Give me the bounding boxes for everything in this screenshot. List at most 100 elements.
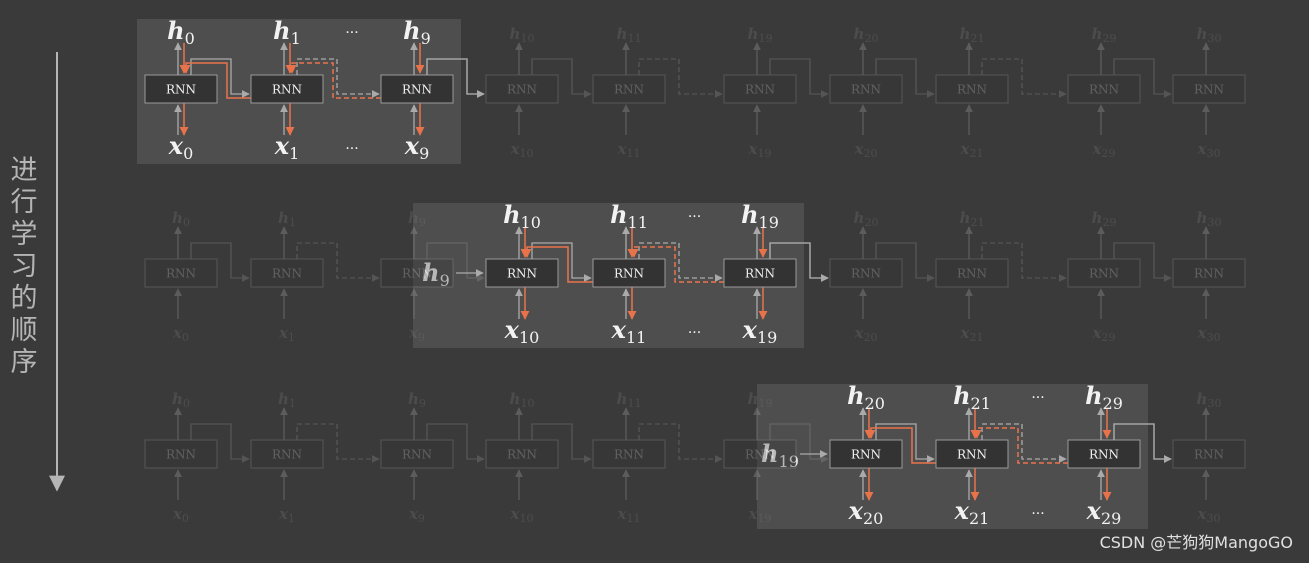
- backprop-connection: [629, 246, 724, 283]
- state-connection: [638, 58, 723, 98]
- input-label: x20: [854, 140, 878, 160]
- rnn-cell-label: RNN: [402, 267, 432, 281]
- watermark: CSDN @芒狗狗MangoGO: [1099, 533, 1293, 552]
- state-connection: [981, 58, 1067, 98]
- rnn-cell-box: [250, 258, 324, 288]
- hidden-state-label: h11: [617, 390, 642, 410]
- state-connection: [638, 242, 723, 282]
- hidden-state-label: h21: [960, 209, 985, 229]
- ellipsis-bottom: ···: [688, 325, 701, 341]
- rnn-cell-2-0: RNN h0 x0: [144, 390, 250, 525]
- rnn-cell-label: RNN: [957, 267, 987, 281]
- hidden-state-label: h9: [408, 209, 426, 229]
- hidden-state-label: h29: [1092, 209, 1117, 229]
- input-label: x30: [1197, 505, 1221, 525]
- learning-order-label: 进行学习的顺序: [6, 155, 42, 379]
- rnn-cell-label: RNN: [1089, 267, 1119, 281]
- input-label: x1: [278, 505, 295, 525]
- state-connection: [190, 242, 250, 282]
- rnn-cell-label: RNN: [1089, 83, 1119, 97]
- state-connection: [296, 58, 380, 98]
- input-label: x21: [960, 324, 984, 344]
- state-connection: [981, 423, 1067, 463]
- hidden-state-label: h20: [854, 209, 879, 229]
- rnn-row-2: h19RNNh0x0RNNh1x1RNNh9x9RNNh10x10RNNh11x…: [144, 381, 1246, 528]
- ellipsis-top: ···: [1031, 390, 1044, 406]
- rnn-cell-box: [723, 74, 797, 104]
- rnn-cell-box: [250, 74, 324, 104]
- rnn-cell-label: RNN: [851, 83, 881, 97]
- rnn-cell-box: [1067, 258, 1141, 288]
- rnn-cell-box: [380, 258, 454, 288]
- rnn-cell-label: RNN: [957, 83, 987, 97]
- hidden-state-label: h21: [960, 25, 985, 45]
- input-label: x29: [1086, 496, 1122, 528]
- rnn-cell-label: RNN: [166, 448, 196, 462]
- side-label-char: 序: [10, 347, 38, 378]
- rnn-cell-box: [485, 258, 559, 288]
- ellipsis-bottom: ···: [1031, 506, 1044, 522]
- hidden-state-label: h9: [408, 390, 426, 410]
- input-label: x29: [1092, 324, 1116, 344]
- rnn-cell-box: [829, 258, 903, 288]
- input-label: x29: [1092, 140, 1116, 160]
- rnn-cell-label: RNN: [1194, 83, 1224, 97]
- rnn-cell-1-2: RNN h9 x9: [380, 209, 485, 344]
- rnn-cell-label: RNN: [272, 267, 302, 281]
- input-label: x0: [172, 505, 189, 525]
- state-connection: [981, 242, 1067, 282]
- rnn-cell-box: [144, 439, 218, 469]
- rnn-cell-label: RNN: [507, 83, 537, 97]
- state-connection: [769, 423, 829, 463]
- rnn-cell-box: [1067, 439, 1141, 469]
- rnn-cell-box: [935, 258, 1009, 288]
- rnn-cell-box: [1067, 74, 1141, 104]
- rnn-cell-label: RNN: [745, 267, 775, 281]
- input-label: x21: [960, 140, 984, 160]
- input-label: x11: [617, 505, 641, 525]
- rnn-row-0: RNNh0x0RNNh1x1RNNh9x9RNNh10x10RNNh11x11R…: [144, 16, 1246, 163]
- rnn-cell-label: RNN: [614, 83, 644, 97]
- input-label: x20: [854, 324, 878, 344]
- rnn-cell-1-7: RNN h21 x21: [935, 209, 1067, 344]
- hidden-state-label: h19: [741, 200, 779, 232]
- input-label: x0: [168, 131, 194, 163]
- rnn-cell-label: RNN: [745, 83, 775, 97]
- input-label: x19: [742, 315, 778, 347]
- rnn-cell-box: [829, 439, 903, 469]
- hidden-state-label: h0: [172, 390, 190, 410]
- backprop-connection: [866, 427, 936, 464]
- backprop-connection: [181, 62, 251, 99]
- rnn-cell-box: [1172, 74, 1246, 104]
- rnn-cell-box: [592, 258, 666, 288]
- input-label: x9: [408, 324, 425, 344]
- rnn-cell-label: RNN: [507, 448, 537, 462]
- side-label-char: 行: [10, 187, 38, 218]
- rnn-cell-1-8: RNN h29 x29: [1067, 209, 1172, 344]
- ellipsis-bottom: ···: [345, 141, 358, 157]
- input-label: x10: [504, 315, 540, 347]
- rnn-cell-label: RNN: [507, 267, 537, 281]
- rnn-cell-0-7: RNN h21 x21: [935, 25, 1067, 160]
- input-label: x1: [278, 324, 295, 344]
- incoming-hidden-state: h19: [761, 439, 799, 471]
- state-connection: [296, 242, 380, 282]
- hidden-state-label: h30: [1197, 25, 1222, 45]
- input-label: x21: [954, 496, 990, 528]
- side-label-char: 习: [10, 251, 38, 282]
